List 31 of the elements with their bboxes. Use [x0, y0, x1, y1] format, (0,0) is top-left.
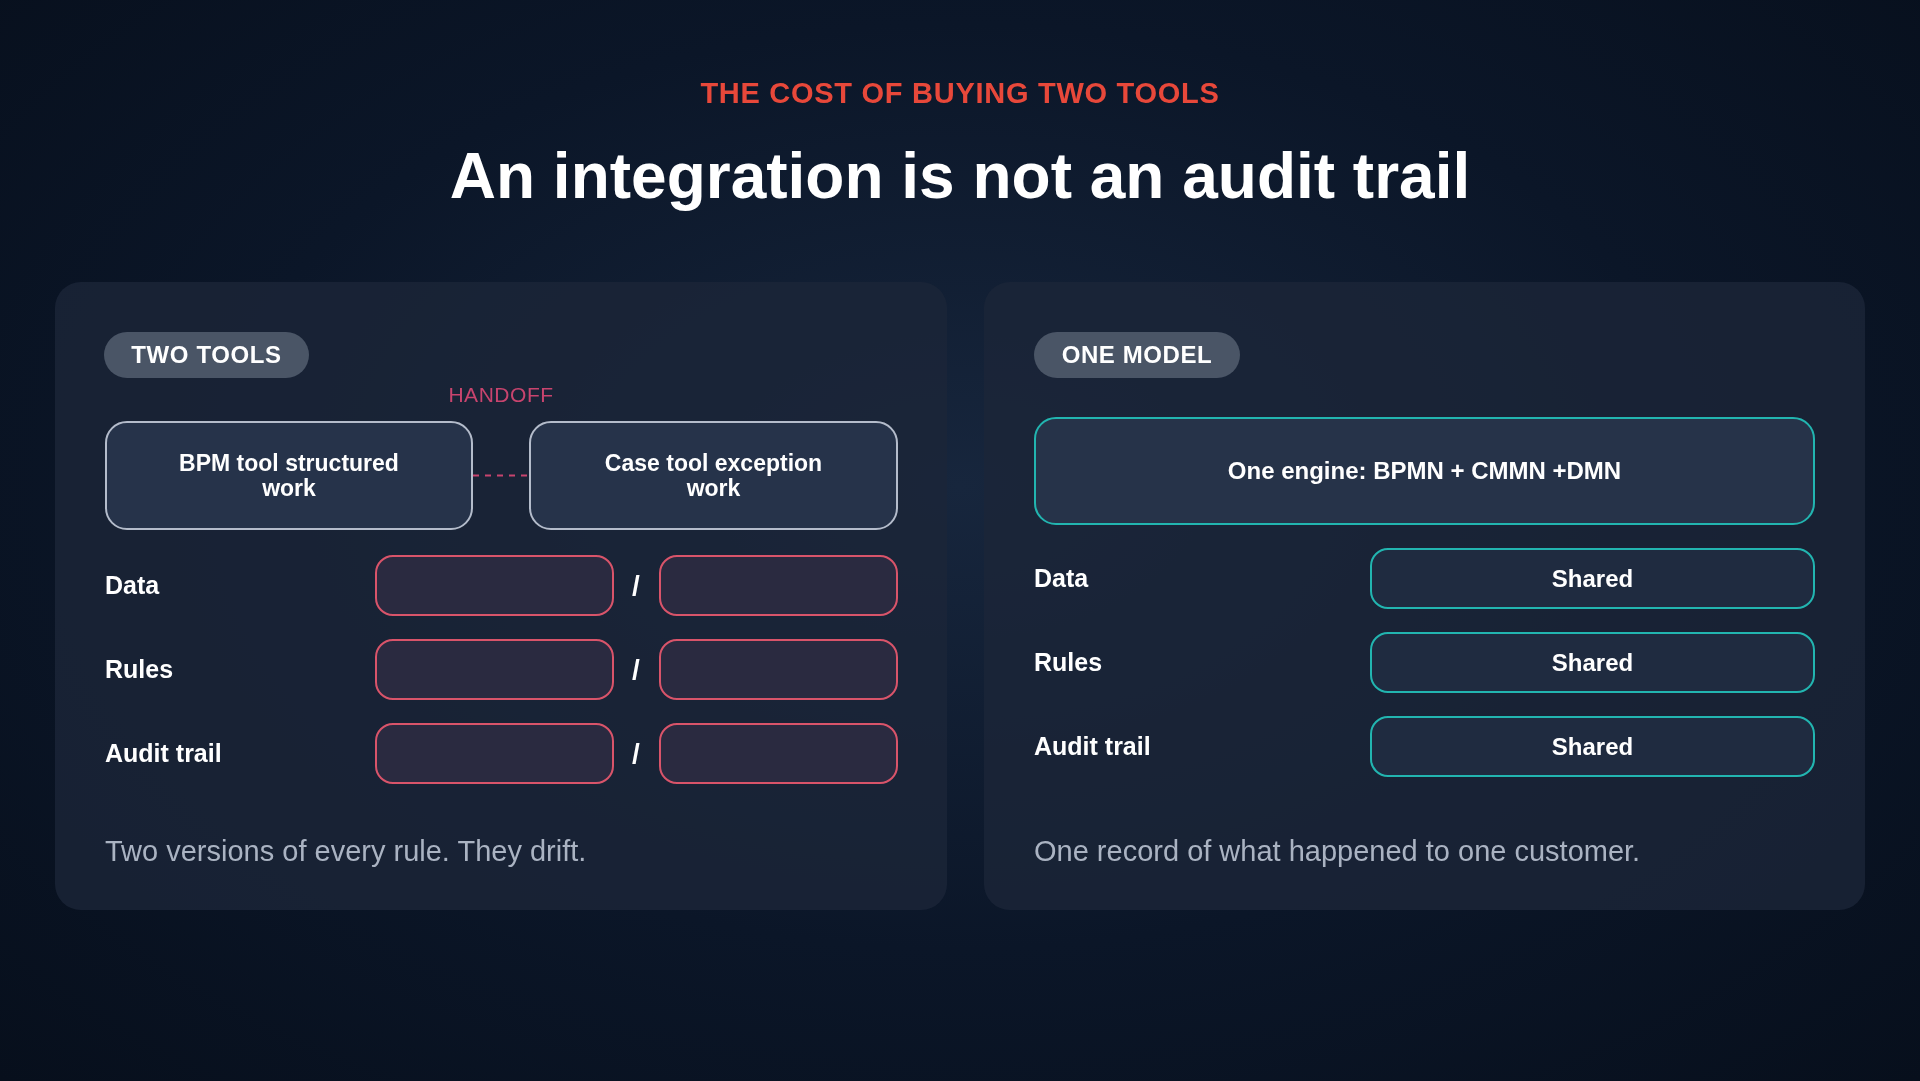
row-label: Rules — [1034, 647, 1104, 679]
empty-slot — [375, 555, 614, 616]
empty-slot — [659, 723, 898, 784]
empty-slot — [659, 555, 898, 616]
row-label: Rules — [105, 654, 175, 686]
row-label: Data — [1034, 563, 1090, 595]
slide-title: An integration is not an audit trail — [448, 139, 1472, 214]
caption-text: One record of what happened to one customer. — [1034, 834, 1641, 870]
panel-card — [984, 282, 1865, 910]
empty-slot — [375, 723, 614, 784]
edge-label: HANDOFF — [448, 382, 554, 408]
engine-box: One engine: BPMN + CMMN +DMN — [1034, 417, 1815, 525]
row-label: Audit trail — [105, 738, 223, 770]
separator-slash: / — [631, 653, 641, 687]
row-label: Audit trail — [1034, 731, 1152, 763]
shared-box: Shared — [1370, 632, 1815, 693]
empty-slot — [375, 639, 614, 700]
shared-box: Shared — [1370, 548, 1815, 609]
tool-box: Case tool exception work — [529, 421, 898, 530]
row-label: Data — [105, 570, 161, 602]
kicker-text: THE COST OF BUYING TWO TOOLS — [699, 76, 1221, 111]
panel-card — [55, 282, 947, 910]
caption-text: Two versions of every rule. They drift. — [105, 834, 587, 870]
section-tag: ONE MODEL — [1034, 332, 1240, 378]
separator-slash: / — [631, 737, 641, 771]
shared-box: Shared — [1370, 716, 1815, 777]
dashed-connector — [472, 474, 530, 477]
tool-box: BPM tool structured work — [105, 421, 473, 530]
section-tag: TWO TOOLS — [104, 332, 309, 378]
empty-slot — [659, 639, 898, 700]
separator-slash: / — [631, 569, 641, 603]
